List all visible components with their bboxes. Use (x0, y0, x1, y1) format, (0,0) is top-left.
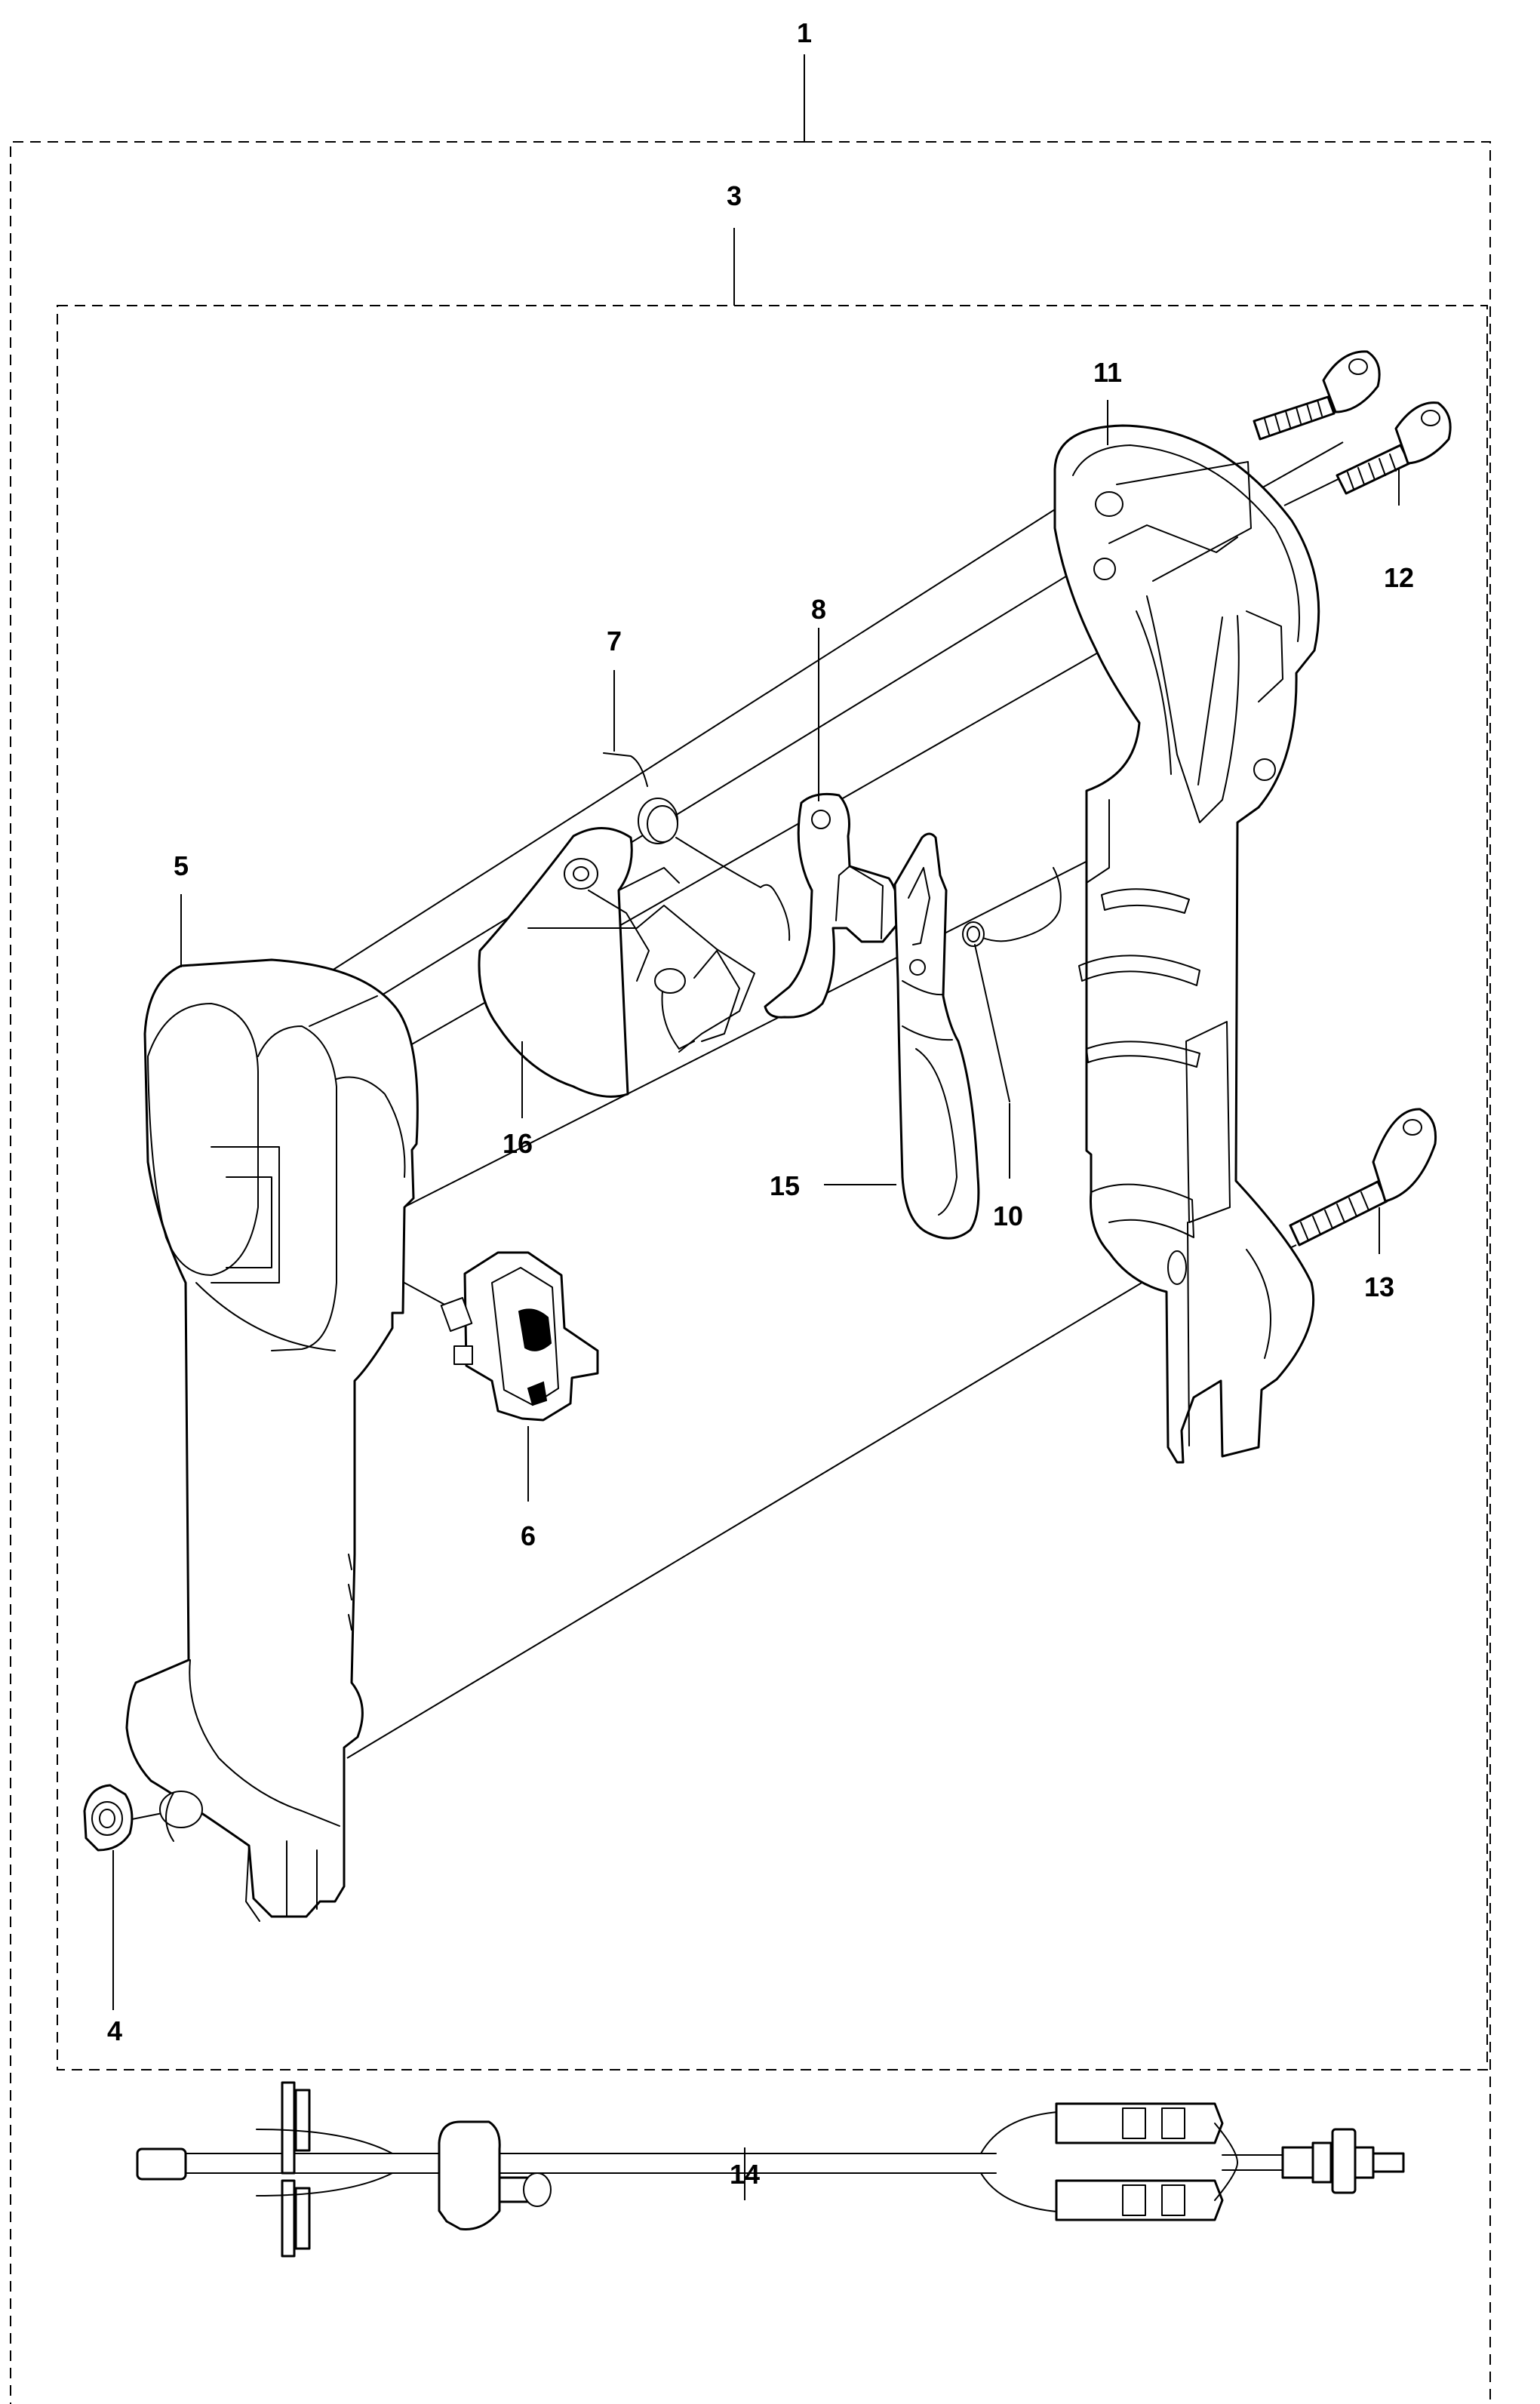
throttle-lever-8 (764, 792, 900, 1019)
throttle-cable-14 (136, 2081, 1405, 2258)
callout-16: 16 (503, 1128, 533, 1159)
stop-switch-6 (440, 1251, 599, 1422)
callout-1: 1 (797, 17, 812, 48)
callout-14: 14 (730, 2159, 760, 2190)
assembly-3-boundary (57, 228, 1488, 2070)
leader-lines (112, 400, 1400, 2200)
callout-3: 3 (727, 180, 742, 211)
callout-6: 6 (521, 1520, 536, 1551)
assembly-1-boundary (10, 54, 1491, 2404)
callout-12: 12 (1384, 562, 1414, 593)
callout-8: 8 (811, 594, 826, 625)
handle-right-half (1053, 424, 1320, 1464)
spring-7 (603, 752, 791, 941)
handle-left-half (125, 958, 419, 1922)
callout-7: 7 (607, 626, 622, 656)
callout-labels: 1 3 11 12 7 8 5 16 15 10 13 6 4 14 (107, 17, 1414, 2190)
spring-10 (962, 867, 1062, 1102)
screw-upper (1253, 350, 1381, 441)
trigger-lock-16 (478, 827, 755, 1098)
hex-nut-4 (83, 1784, 134, 1852)
callout-10: 10 (993, 1200, 1023, 1231)
callout-15: 15 (770, 1170, 800, 1201)
throttle-trigger-15 (893, 832, 980, 1240)
callout-5: 5 (174, 850, 189, 881)
callout-11: 11 (1093, 357, 1122, 388)
callout-4: 4 (107, 2015, 122, 2046)
screw-middle (1336, 401, 1452, 495)
screw-lower (1289, 1108, 1437, 1247)
callout-13: 13 (1364, 1271, 1394, 1302)
